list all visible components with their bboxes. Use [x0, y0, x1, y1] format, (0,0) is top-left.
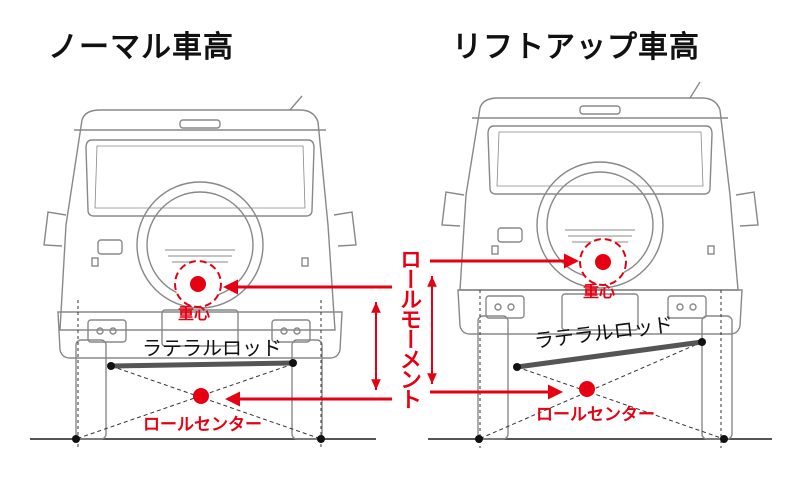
rear-window: [487, 125, 713, 195]
rear-bumper: [57, 311, 343, 359]
wheel-right: [291, 339, 323, 440]
spare-tire: [536, 161, 664, 289]
tail-light-left: [485, 295, 525, 319]
rear-bumper: [457, 289, 743, 335]
mirror-right: [735, 191, 759, 227]
title-normal-height: ノーマル車高: [48, 30, 234, 65]
roll-geometry-lifted: [475, 238, 728, 443]
cog-label-normal: 重心: [178, 304, 210, 323]
wheel-right: [701, 315, 733, 440]
lateral-rod-label-normal: ラテラルロッド: [142, 336, 282, 360]
body-outline: [459, 97, 739, 291]
mirror-left: [441, 191, 465, 227]
wheel-left: [477, 315, 509, 440]
body-outline: [59, 109, 336, 331]
roll-geometry-normal: [72, 260, 325, 443]
roll-center-label-normal: ロールセンター: [143, 415, 262, 435]
tail-light-right: [271, 319, 311, 343]
cog-label-lifted: 重心: [583, 282, 615, 301]
cog-point-normal: [190, 276, 206, 292]
tail-light-left: [87, 319, 127, 343]
lateral-rod-normal: [108, 360, 296, 369]
tail-light-right: [667, 295, 707, 319]
spare-tire: [136, 181, 264, 309]
antenna: [289, 95, 303, 111]
mirror-right: [333, 211, 357, 247]
roll-center-point-lifted: [579, 381, 595, 397]
roll-center-label-lifted: ロールセンター: [536, 405, 655, 425]
antenna: [689, 81, 701, 99]
mirror-left: [43, 211, 67, 247]
vehicle-lifted: [428, 81, 772, 448]
roll-center-point-normal: [193, 388, 209, 404]
wheel-left: [75, 339, 107, 440]
roll-moment-label: ロールモーメント: [396, 248, 421, 408]
license-plate: [561, 293, 639, 331]
rear-window: [85, 139, 315, 217]
license-plate: [161, 309, 239, 347]
cog-point-lifted: [595, 254, 611, 270]
title-lifted-height: リフトアップ車高: [452, 30, 700, 65]
roll-moment-indicator: [223, 253, 579, 407]
lateral-rod-lifted: [514, 339, 705, 370]
